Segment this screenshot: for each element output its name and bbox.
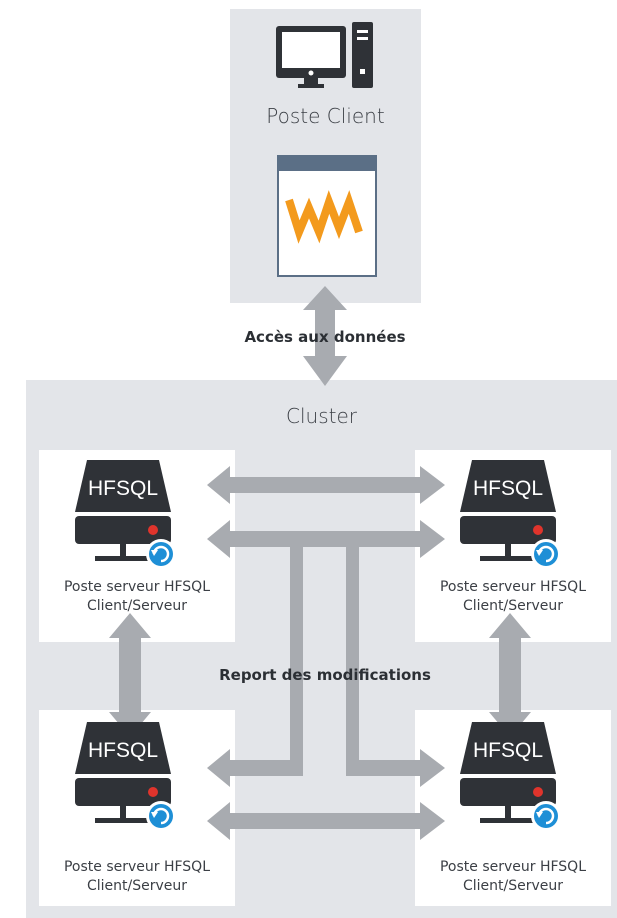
hfsql-badge: HFSQL (87, 739, 158, 762)
server-label-bottom-right: Poste serveur HFSQL Client/Serveur (415, 858, 611, 898)
cluster-title: Cluster (286, 404, 357, 428)
access-label: Accès aux données (244, 328, 406, 346)
hfsql-badge: HFSQL (87, 477, 158, 500)
app-window (277, 155, 377, 277)
server-label-top-left: Poste serveur HFSQL Client/Serveur (39, 578, 235, 618)
server-label-line1: Poste serveur HFSQL (439, 579, 587, 595)
server-label-top-right: Poste serveur HFSQL Client/Serveur (415, 578, 611, 618)
server-label-line1: Poste serveur HFSQL (63, 579, 211, 595)
window-titlebar (279, 157, 375, 171)
server-label-line2: Client/Serveur (86, 598, 188, 614)
server-label-line1: Poste serveur HFSQL (63, 859, 211, 875)
server-label-line2: Client/Serveur (462, 598, 564, 614)
sync-label: Report des modifications (219, 666, 431, 684)
server-label-line2: Client/Serveur (86, 878, 188, 894)
hfsql-badge: HFSQL (472, 477, 543, 500)
server-label-line2: Client/Serveur (462, 878, 564, 894)
client-title: Poste Client (266, 104, 385, 128)
server-label-line1: Poste serveur HFSQL (439, 859, 587, 875)
server-label-bottom-left: Poste serveur HFSQL Client/Serveur (39, 858, 235, 898)
hfsql-badge: HFSQL (472, 739, 543, 762)
